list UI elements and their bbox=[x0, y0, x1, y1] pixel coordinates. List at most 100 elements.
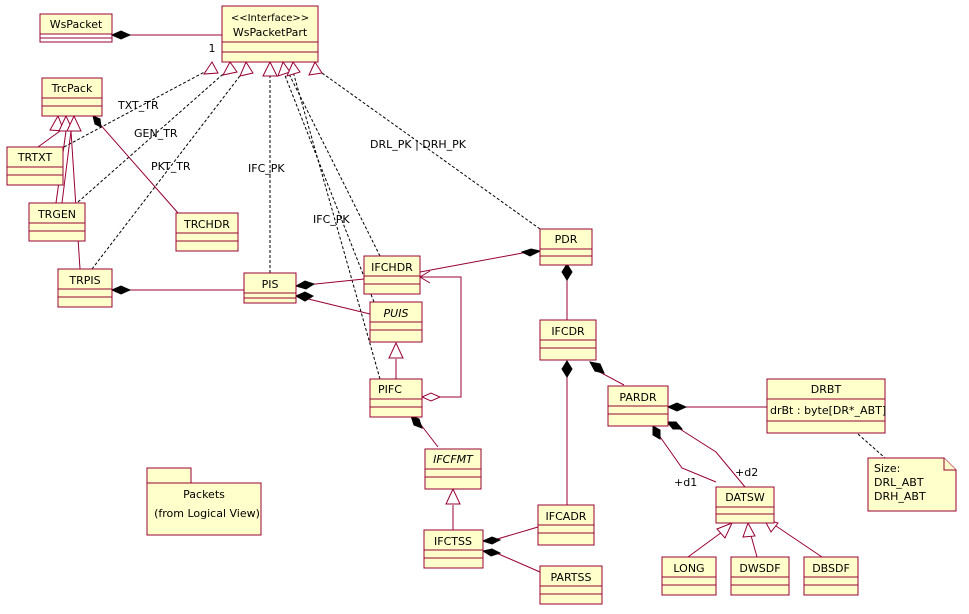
class-dbsdf[interactable]: DBSDF bbox=[803, 556, 859, 596]
pifc-ifchdr-aggregation-link bbox=[420, 276, 462, 398]
class-trcpack[interactable]: TrcPack bbox=[41, 77, 103, 117]
generalization-arrowhead bbox=[66, 114, 82, 132]
composition-diamond bbox=[665, 421, 684, 430]
trgen-realization-link bbox=[77, 67, 231, 203]
class-dwsdf[interactable]: DWSDF bbox=[730, 556, 790, 596]
class-name: PUIS bbox=[384, 307, 409, 320]
relation-label-txt-tr: TXT_TR bbox=[117, 99, 159, 112]
class-ifchdr[interactable]: IFCHDR bbox=[363, 255, 421, 295]
class-name: IFCDR bbox=[551, 325, 585, 338]
class-name: TrcPack bbox=[51, 82, 93, 95]
class-ifcadr[interactable]: IFCADR bbox=[537, 504, 595, 546]
dbsdf-datsw-generalization-link bbox=[772, 523, 823, 558]
realization-arrowhead bbox=[286, 60, 301, 77]
composition-diamond bbox=[666, 402, 688, 412]
class-trgen[interactable]: TRGEN bbox=[28, 202, 86, 242]
composition-diamond bbox=[561, 263, 573, 281]
pardr-datsw-d1-link bbox=[655, 430, 717, 483]
package-subtitle: (from Logical View) bbox=[154, 507, 260, 520]
composition-diamond bbox=[561, 360, 573, 378]
class-name: TRCHDR bbox=[183, 218, 230, 231]
realization-arrowhead bbox=[203, 61, 219, 75]
composition-diamond bbox=[652, 425, 661, 440]
note-line: Size: bbox=[874, 462, 900, 475]
relationship-lines bbox=[37, 34, 886, 573]
drbt-note-anchor bbox=[857, 433, 886, 459]
class-ifcfmt[interactable]: IFCFMT bbox=[424, 448, 482, 490]
class-name: PIFC bbox=[378, 383, 402, 396]
note-line: DRH_ABT bbox=[874, 490, 926, 503]
pdr-ifchdr-link bbox=[419, 251, 529, 273]
relation-label-ifc-pk: IFC_PK bbox=[313, 213, 350, 226]
trpis-generalization-link bbox=[70, 130, 81, 270]
composition-diamond bbox=[294, 291, 315, 302]
multiplicity-label: 1 bbox=[209, 42, 216, 55]
ifctss-ifcadr-link bbox=[493, 526, 539, 541]
class-name: IFCADR bbox=[546, 510, 587, 523]
class-datsw[interactable]: DATSW bbox=[715, 486, 775, 524]
composition-diamond bbox=[520, 248, 542, 257]
class-wspacket[interactable]: WsPacket bbox=[39, 13, 113, 43]
class-name: PARTSS bbox=[551, 571, 592, 584]
realization-arrowhead bbox=[222, 61, 238, 76]
class-name: DRBT bbox=[811, 383, 842, 396]
composition-diamond bbox=[110, 285, 132, 295]
package-packets[interactable]: Packets (from Logical View) bbox=[146, 467, 262, 536]
class-pis[interactable]: PIS bbox=[243, 272, 297, 304]
realization-arrowhead bbox=[262, 60, 278, 77]
class-long[interactable]: LONG bbox=[661, 556, 717, 596]
ifchdr-realization-link bbox=[285, 67, 381, 257]
class-name: PIS bbox=[262, 278, 279, 291]
puis-realization-link bbox=[281, 67, 375, 303]
role-label-d2: +d2 bbox=[735, 466, 758, 479]
class-name: TRPIS bbox=[68, 274, 100, 287]
class-stereotype: <<Interface>> bbox=[231, 13, 309, 24]
aggregation-diamond bbox=[420, 392, 442, 402]
relation-label-drl-drh-pk: DRL_PK | DRH_PK bbox=[370, 138, 467, 151]
realization-arrowhead bbox=[277, 60, 291, 77]
composition-diamond bbox=[110, 30, 132, 40]
class-name: WsPacket bbox=[50, 18, 103, 31]
class-pifc[interactable]: PIFC bbox=[369, 378, 423, 418]
class-name: DBSDF bbox=[812, 562, 850, 575]
class-name: LONG bbox=[673, 562, 704, 575]
class-trtxt[interactable]: TRTXT bbox=[6, 146, 64, 186]
class-ifctss[interactable]: IFCTSS bbox=[423, 529, 484, 569]
class-trpis[interactable]: TRPIS bbox=[57, 268, 113, 308]
class-name: WsPacketPart bbox=[233, 26, 308, 39]
relation-label-ifc-pk: IFC_PK bbox=[248, 162, 285, 175]
class-partss[interactable]: PARTSS bbox=[539, 565, 603, 605]
class-name: PARDR bbox=[619, 391, 657, 404]
relationship-labels: 1 TXT_TR GEN_TR PKT_TR IFC_PK IFC_PK DRL… bbox=[117, 42, 758, 489]
class-wspacketpart[interactable]: <<Interface>> WsPacketPart bbox=[221, 5, 319, 63]
composition-diamond bbox=[410, 415, 423, 429]
class-name: TRTXT bbox=[17, 151, 53, 164]
class-drbt[interactable]: DRBT drBt : byte[DR*_ABT] bbox=[766, 378, 886, 434]
relation-label-pkt-tr: PKT_TR bbox=[151, 160, 191, 173]
trchdr-composition-link bbox=[97, 121, 179, 214]
class-ifcdr[interactable]: IFCDR bbox=[539, 319, 597, 361]
trpis-realization-link bbox=[91, 67, 247, 270]
realization-arrowhead bbox=[308, 60, 323, 76]
class-name: IFCTSS bbox=[434, 535, 472, 548]
composition-diamond bbox=[481, 548, 502, 557]
realization-arrowhead bbox=[239, 60, 254, 77]
ifctss-partss-link bbox=[493, 551, 541, 573]
composition-diamond bbox=[92, 115, 102, 128]
generalization-arrowhead bbox=[716, 522, 733, 539]
composition-diamond bbox=[481, 536, 502, 545]
class-trchdr[interactable]: TRCHDR bbox=[175, 212, 239, 252]
generalization-arrowhead bbox=[742, 521, 756, 538]
class-name: IFCFMT bbox=[433, 453, 474, 466]
note-size[interactable]: Size: DRL_ABT DRH_ABT bbox=[867, 457, 957, 512]
class-pardr[interactable]: PARDR bbox=[607, 385, 669, 427]
class-pdr[interactable]: PDR bbox=[539, 228, 593, 266]
package-name: Packets bbox=[183, 488, 225, 501]
class-name: PDR bbox=[555, 233, 578, 246]
class-name: IFCHDR bbox=[371, 261, 413, 274]
class-attribute: drBt : byte[DR*_ABT] bbox=[770, 404, 886, 417]
composition-diamond bbox=[589, 361, 605, 374]
class-puis[interactable]: PUIS bbox=[369, 301, 423, 343]
pifc-realization-link bbox=[291, 67, 381, 380]
